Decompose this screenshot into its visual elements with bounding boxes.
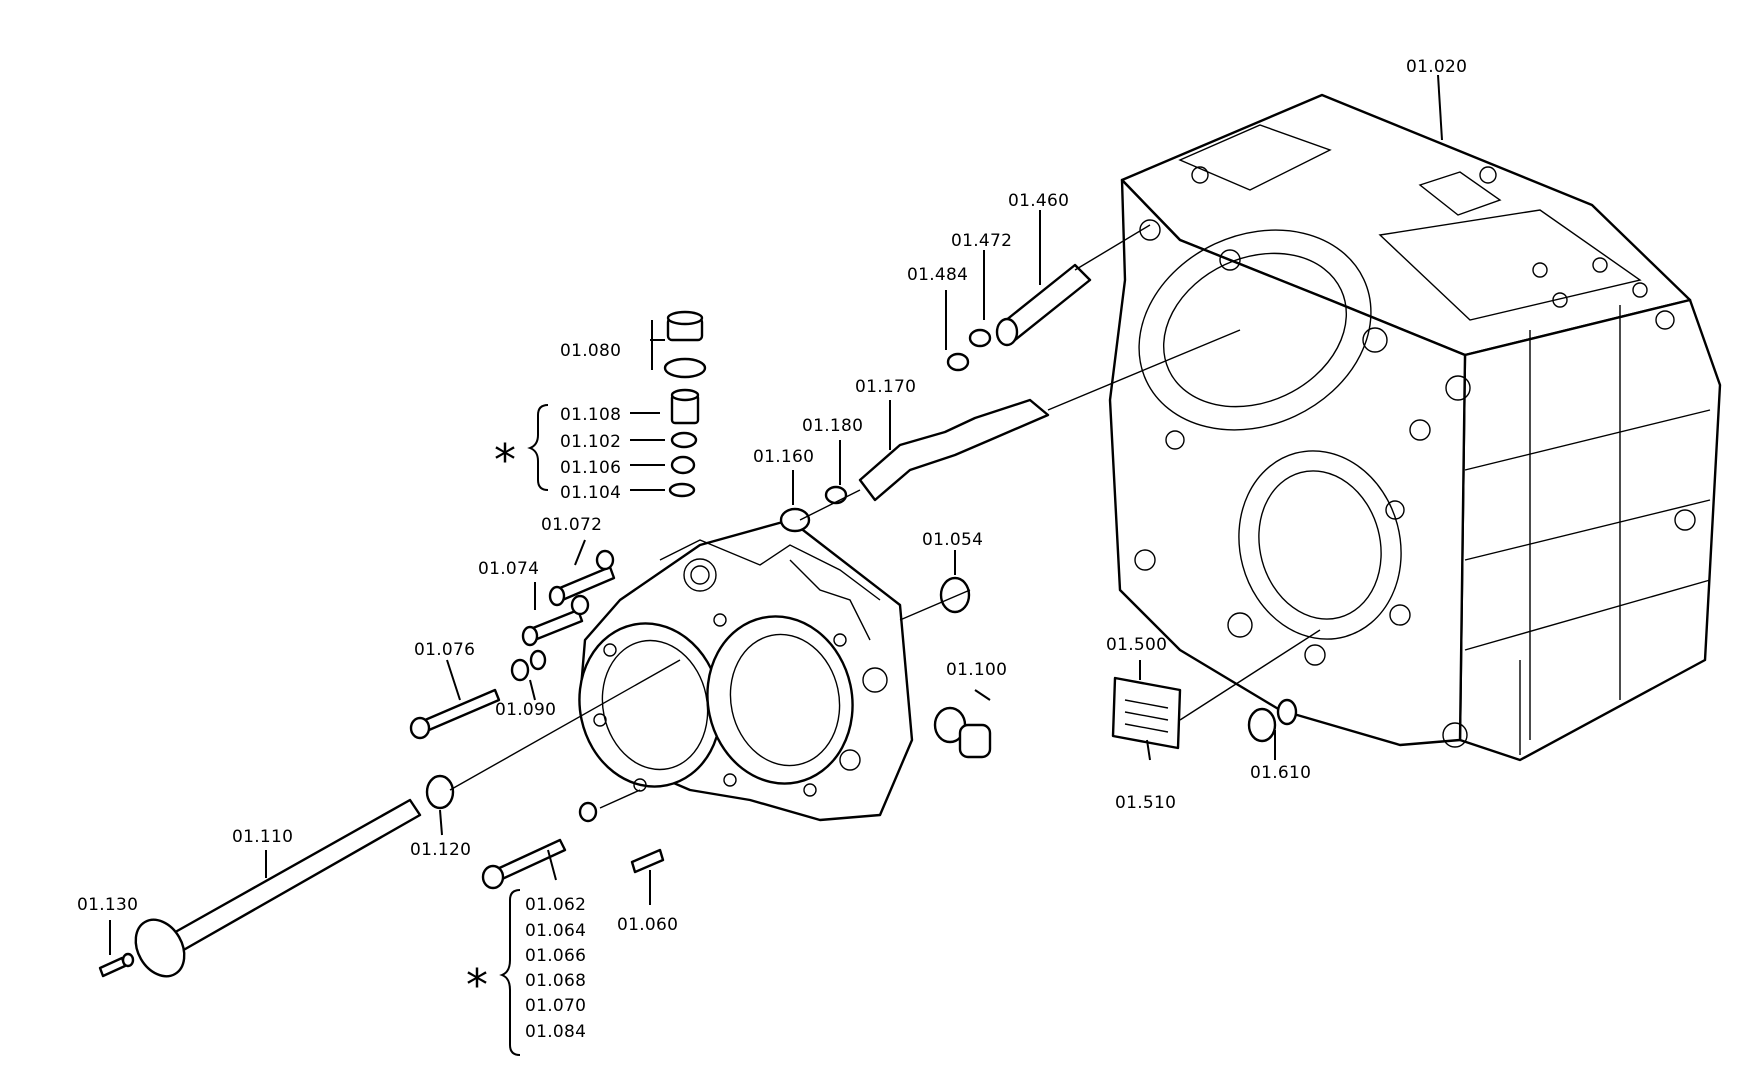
label-01170: 01.170	[855, 377, 916, 397]
label-01080: 01.080	[560, 341, 621, 361]
label-01472: 01.472	[951, 231, 1012, 251]
label-01460: 01.460	[1008, 191, 1069, 211]
label-01110: 01.110	[232, 827, 293, 847]
housing-bolt-holes	[1134, 166, 1696, 748]
label-01072: 01.072	[541, 515, 602, 535]
label-01104: 01.104	[560, 483, 621, 503]
plug-part	[663, 310, 707, 379]
label-01076: 01.076	[414, 640, 475, 660]
label-01060: 01.060	[617, 915, 678, 935]
label-01484: 01.484	[907, 265, 968, 285]
label-01610: 01.610	[1250, 763, 1311, 783]
label-01070: 01.070	[525, 996, 586, 1016]
label-01066: 01.066	[525, 946, 586, 966]
label-01100: 01.100	[946, 660, 1007, 680]
ring-part	[670, 431, 698, 449]
label-01064: 01.064	[525, 921, 586, 941]
label-01020: 01.020	[1406, 57, 1467, 77]
shaft-part	[168, 798, 422, 954]
leader-lines	[109, 74, 1443, 955]
label-01130: 01.130	[77, 895, 138, 915]
label-01106: 01.106	[560, 458, 621, 478]
label-01068: 01.068	[525, 971, 586, 991]
part-labels: 01.020 01.460 01.472 01.484 01.080 01.10…	[77, 57, 1467, 1042]
label-01090: 01.090	[495, 700, 556, 720]
washer-part	[668, 482, 696, 498]
label-01084: 01.084	[525, 1022, 586, 1042]
asterisk-marker-bottom: *	[466, 960, 488, 1011]
asterisk-marker-top: *	[494, 435, 516, 486]
label-01074: 01.074	[478, 559, 539, 579]
pipe-part	[858, 398, 1050, 502]
nameplate-part	[1111, 676, 1182, 750]
front-cover-housing	[578, 518, 914, 822]
bearing-part	[670, 455, 696, 475]
label-01160: 01.160	[753, 447, 814, 467]
label-01510: 01.510	[1115, 793, 1176, 813]
transmission-housing	[1108, 93, 1722, 762]
o-ring-120	[425, 774, 455, 810]
label-01102: 01.102	[560, 432, 621, 452]
o-ring-part	[779, 507, 811, 533]
label-01500: 01.500	[1106, 635, 1167, 655]
parts	[98, 263, 1298, 978]
label-01108: 01.108	[560, 405, 621, 425]
group-brackets	[499, 404, 549, 1056]
label-01054: 01.054	[922, 530, 983, 550]
label-01120: 01.120	[410, 840, 471, 860]
label-01180: 01.180	[802, 416, 863, 436]
label-01062: 01.062	[525, 895, 586, 915]
